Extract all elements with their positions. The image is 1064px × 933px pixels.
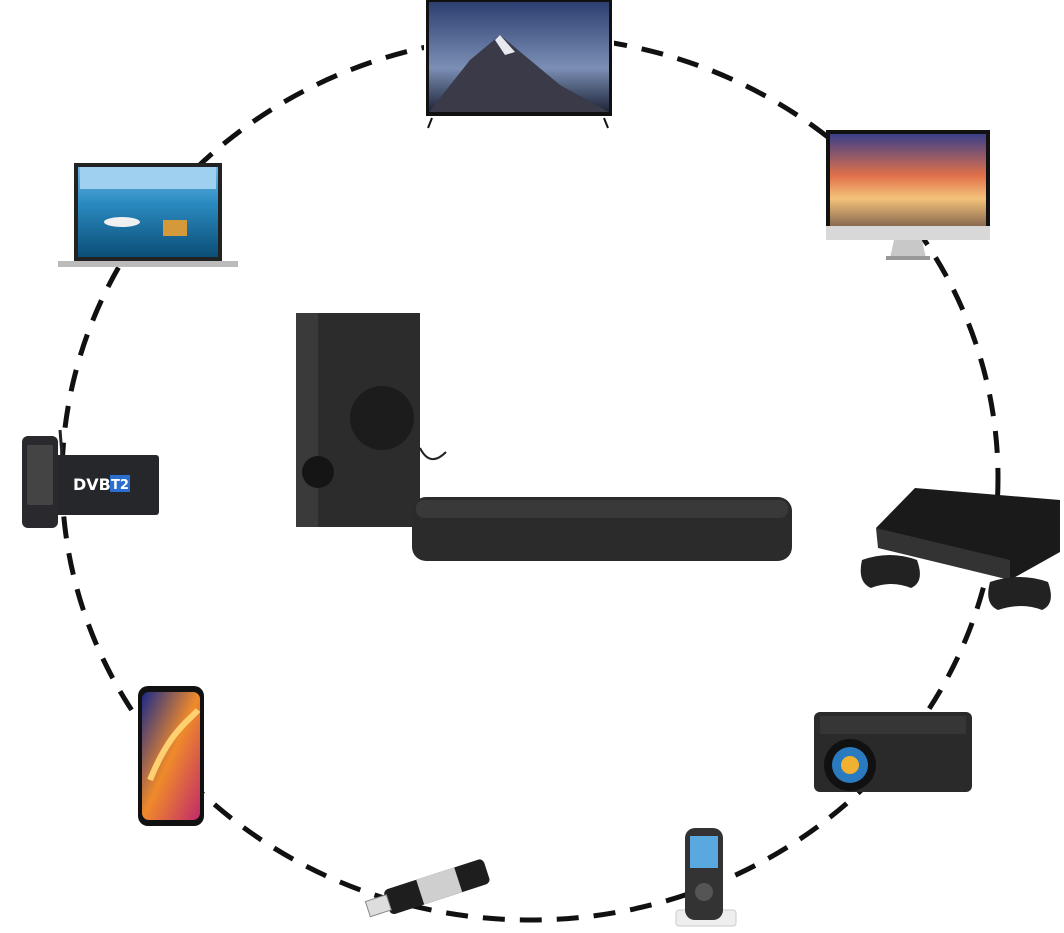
- desktop-monitor-device: [826, 130, 990, 260]
- game-console-device: [860, 488, 1060, 610]
- projector-device: [814, 712, 972, 792]
- smartphone-device: [138, 686, 204, 826]
- usb-drive-device: [364, 859, 490, 918]
- laptop-device: [58, 163, 238, 267]
- tv-device: [424, 0, 614, 129]
- mp3-player-device: [675, 828, 737, 927]
- dvb-logo-suffix: T2: [111, 478, 129, 493]
- connection-dashed-circle: [59, 33, 1001, 923]
- dvb-t2-receiver-device: DVB T2: [22, 429, 159, 528]
- dvb-logo: DVB: [73, 475, 111, 494]
- soundbar-subwoofer-center: [296, 313, 792, 561]
